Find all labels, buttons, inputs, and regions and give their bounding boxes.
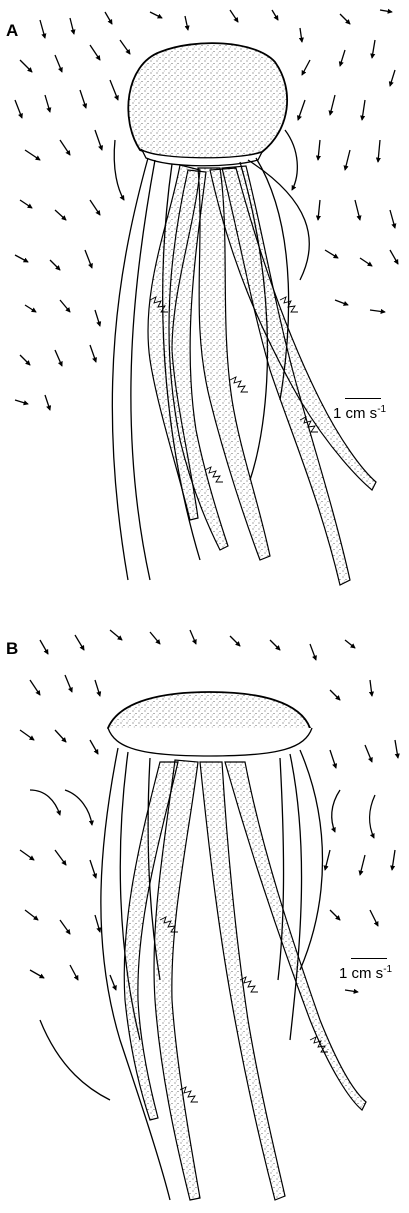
jellyfish-drawing-a — [0, 0, 409, 600]
oral-arms-a — [148, 165, 376, 585]
scale-exponent: -1 — [383, 964, 392, 975]
scale-line — [351, 958, 387, 959]
panel-a: A 1 cm s-1 — [0, 0, 409, 600]
panel-b: B 1 cm s-1 — [0, 620, 409, 1213]
scale-label: 1 cm s — [333, 405, 377, 422]
scale-label: 1 cm s — [339, 965, 383, 982]
scale-bar-a: 1 cm s-1 — [333, 398, 403, 424]
bell-a — [128, 43, 287, 159]
scale-bar-b: 1 cm s-1 — [339, 958, 409, 984]
panel-label-b: B — [6, 640, 18, 657]
scale-line — [345, 398, 381, 399]
panel-label-a: A — [6, 22, 18, 39]
scale-exponent: -1 — [377, 404, 386, 415]
jellyfish-drawing-b — [0, 620, 409, 1213]
